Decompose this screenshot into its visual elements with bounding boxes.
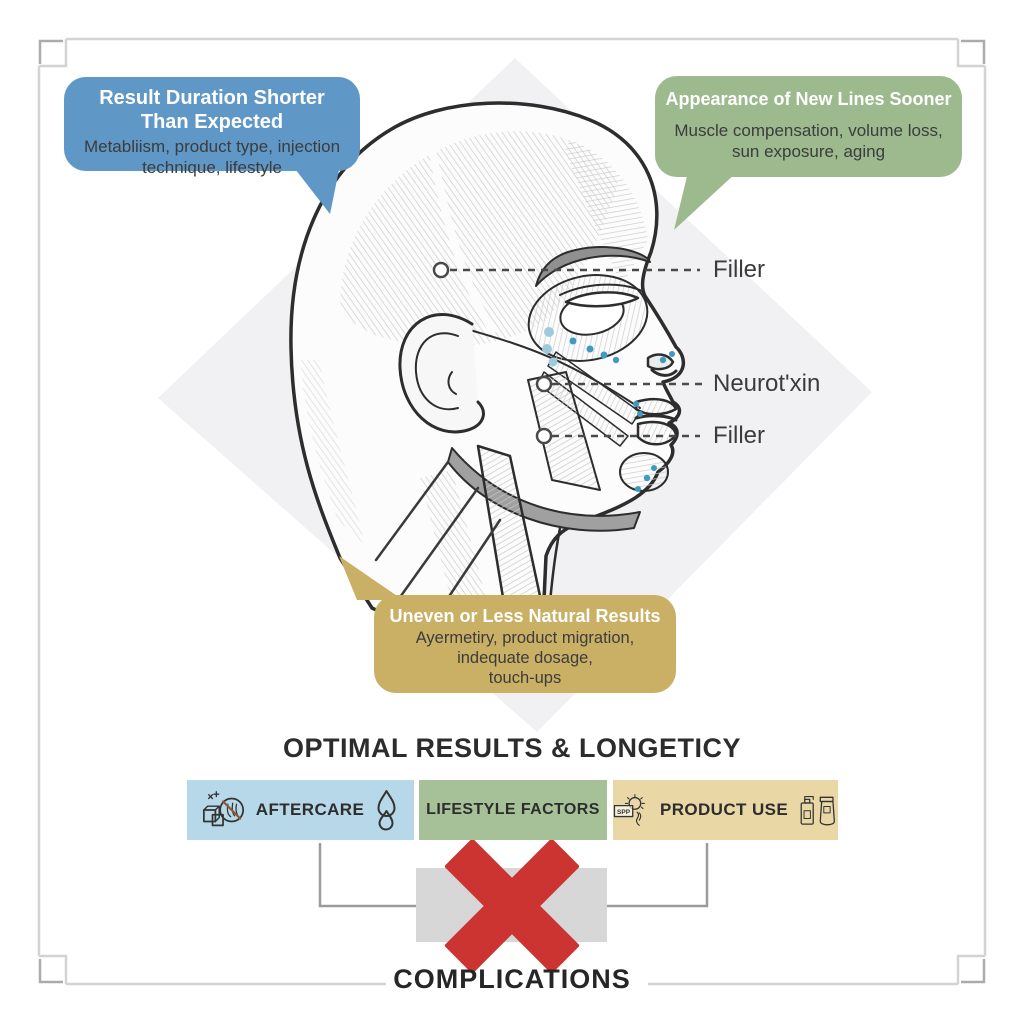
eyebrow xyxy=(535,245,651,287)
category-label: LIFESTYLE FACTORS xyxy=(426,801,600,818)
ear xyxy=(398,313,485,434)
callout-uneven-results: Uneven or Less Natural Results Ayermetir… xyxy=(374,595,676,693)
category-aftercare: AFTERCARE xyxy=(187,780,414,840)
callout-title-line: Result Duration Shorter xyxy=(99,87,325,109)
callout-body-line: touch-ups xyxy=(488,669,562,687)
red-x-icon xyxy=(444,838,580,974)
upper-lip xyxy=(634,397,678,416)
callout-title: Uneven or Less Natural Results xyxy=(374,605,676,628)
category-product-use: SPP PRODUCT USE xyxy=(613,780,838,840)
label-neurotoxin: Neurot'xin xyxy=(713,370,821,397)
category-label: AFTERCARE xyxy=(255,800,365,819)
callout-duration-tail xyxy=(292,165,340,214)
mouth-line xyxy=(634,414,678,422)
callout-title-line: Than Expected xyxy=(140,111,284,133)
water-droplets-icon xyxy=(377,790,396,831)
spf-label-text: SPP xyxy=(617,809,631,816)
connector-right xyxy=(607,843,709,908)
ear-tragus xyxy=(447,371,457,395)
callout-uneven-tail xyxy=(339,556,403,600)
neck-strand-1 xyxy=(374,460,450,562)
corner-bracket-br xyxy=(961,959,986,984)
injection-dots xyxy=(542,327,675,492)
callout-body-line: Metabliism, product type, injection xyxy=(83,137,341,156)
scalp-part-line xyxy=(428,144,496,334)
frame-step-bl xyxy=(39,954,68,984)
callout-body: Ayermetiry, product migration, indequate… xyxy=(374,628,676,688)
leader-lines xyxy=(450,268,703,438)
ice-no-rub-icon xyxy=(202,791,244,827)
flow-connectors xyxy=(318,843,709,908)
frame-step-tl xyxy=(39,39,68,68)
frontalis-muscle xyxy=(565,140,648,285)
skincare-products-icon xyxy=(800,796,836,826)
label-filler-bottom: Filler xyxy=(713,422,765,449)
label-filler-top: Filler xyxy=(713,256,765,283)
cheek-line xyxy=(469,329,641,409)
frame-step-tr xyxy=(956,39,985,68)
callout-body: Metabliism, product type, injection tech… xyxy=(64,136,360,178)
callout-body: Muscle compensation, volume loss, sun ex… xyxy=(655,120,962,162)
corner-bracket-tr xyxy=(961,39,986,64)
masseter-muscle xyxy=(527,371,601,491)
callout-result-duration: Result Duration Shorter Than Expected Me… xyxy=(64,77,360,177)
corner-bracket-bl xyxy=(38,959,63,984)
callout-body-line: sun exposure, aging xyxy=(731,142,886,161)
nostril xyxy=(650,368,678,377)
category-label: PRODUCT USE xyxy=(659,800,789,819)
connector-left xyxy=(318,843,416,908)
eye xyxy=(564,291,640,308)
callout-title: Result Duration Shorter Than Expected xyxy=(64,86,360,134)
section-heading: OPTIMAL RESULTS & LONGETICY xyxy=(282,733,741,763)
marker-forehead xyxy=(432,261,450,279)
eyelid-crease xyxy=(559,283,643,296)
ear-inner xyxy=(414,332,459,411)
callout-body-line: technique, lifestyle xyxy=(142,158,282,177)
frame-corner-brackets xyxy=(38,39,986,984)
callout-new-lines: Appearance of New Lines Sooner Muscle co… xyxy=(655,76,962,177)
frame-border xyxy=(37,37,987,986)
callout-title-line: Appearance of New Lines Sooner xyxy=(665,89,952,109)
spf-sun-icon: SPP xyxy=(613,794,645,826)
frame-step-br xyxy=(956,954,985,984)
injection-markers xyxy=(432,261,553,445)
neck-strand-2 xyxy=(396,486,480,602)
callout-body-line: Ayermetiry, product migration, xyxy=(415,629,635,647)
callout-body-line: Muscle compensation, volume loss, xyxy=(674,121,943,140)
marker-chin xyxy=(535,427,553,445)
marker-midface xyxy=(535,375,553,393)
chin-muscle xyxy=(619,452,669,492)
callout-title-line: Uneven or Less Natural Results xyxy=(389,606,661,626)
corner-bracket-tl xyxy=(38,39,63,64)
occipital-muscle xyxy=(300,360,365,545)
category-lifestyle-factors: LIFESTYLE FACTORS xyxy=(419,780,607,840)
lower-lip xyxy=(636,420,678,446)
callout-body-line: indequate dosage, xyxy=(457,649,593,667)
callout-newlines-tail xyxy=(674,172,737,230)
complications-title: COMPLICATIONS xyxy=(393,964,631,994)
callout-title: Appearance of New Lines Sooner xyxy=(655,88,962,110)
